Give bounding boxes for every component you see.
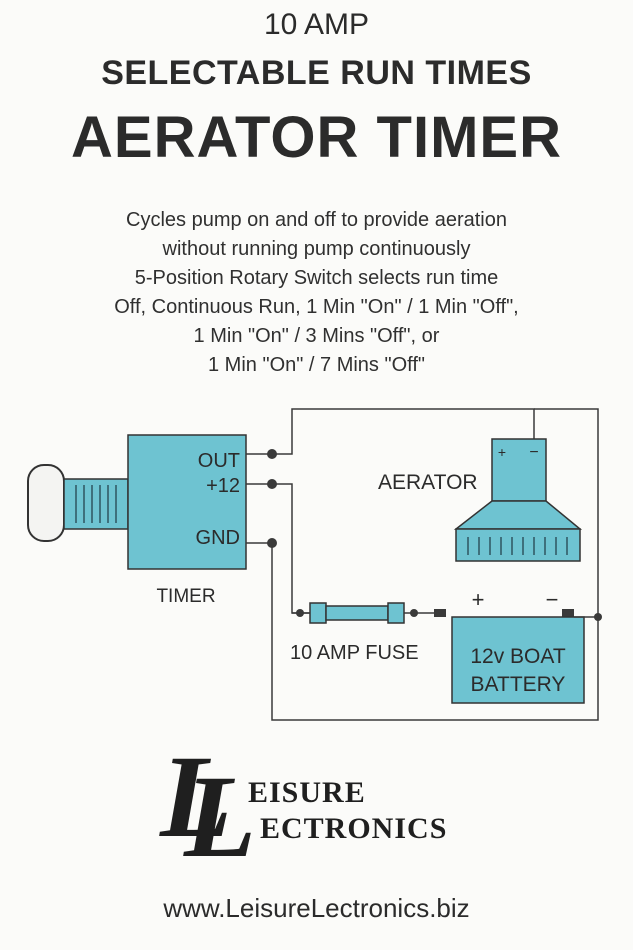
- wiring-diagram: OUT +12 GND TIMER: [27, 408, 602, 721]
- amp-rating: 10 AMP: [263, 8, 370, 41]
- battery-minus-sign: −: [546, 587, 559, 612]
- aerator-minus-sign: −: [529, 444, 538, 461]
- wire-aerator-minus: [534, 408, 599, 617]
- terminal-out-label: OUT: [198, 450, 240, 472]
- wires: [271, 408, 599, 721]
- aerator-label: AERATOR: [378, 471, 478, 494]
- description-line: 1 Min "On" / 3 Mins "Off", or: [193, 325, 440, 347]
- terminal-dots: [267, 449, 277, 548]
- subtitle: SELECTABLE RUN TIMES: [101, 54, 532, 92]
- terminal-gnd-label: GND: [196, 527, 240, 549]
- fuse-label: 10 AMP FUSE: [290, 642, 419, 664]
- logo-word-eisure: EISURE: [248, 776, 366, 809]
- website-url: www.LeisureLectronics.biz: [163, 893, 470, 923]
- wire-gnd-battery: [271, 543, 599, 721]
- description-line: Off, Continuous Run, 1 Min "On" / 1 Min …: [114, 296, 519, 318]
- wire-out-aerator-plus: [272, 408, 535, 455]
- brand-logo: L L EISURE ECTRONICS: [160, 738, 460, 876]
- battery-icon: [434, 609, 585, 704]
- rotary-switch-icon: [27, 464, 129, 542]
- logo-word-ectronics: ECTRONICS: [260, 812, 448, 845]
- terminal-12-label: +12: [206, 475, 240, 497]
- logo-letter-l: L: [160, 731, 233, 862]
- description: Cycles pump on and off to provide aerati…: [0, 206, 633, 380]
- battery-label-line1: 12v BOAT: [470, 645, 565, 668]
- timer-label: TIMER: [156, 586, 215, 607]
- fuse-icon: [296, 602, 418, 624]
- description-line: Cycles pump on and off to provide aerati…: [126, 209, 507, 231]
- description-line: 1 Min "On" / 7 Mins "Off": [208, 354, 425, 376]
- description-line: without running pump continuously: [162, 238, 471, 260]
- timer-box: [127, 434, 247, 570]
- product-title: AERATOR TIMER: [71, 105, 562, 170]
- battery-label-line2: BATTERY: [471, 673, 566, 696]
- logo-letter-l: L: [184, 751, 257, 882]
- aerator-plus-sign: +: [498, 444, 506, 460]
- wire-12-fuse: [272, 483, 314, 614]
- aerator-icon: [453, 438, 583, 562]
- description-line: 5-Position Rotary Switch selects run tim…: [134, 267, 499, 289]
- battery-plus-sign: +: [472, 587, 485, 612]
